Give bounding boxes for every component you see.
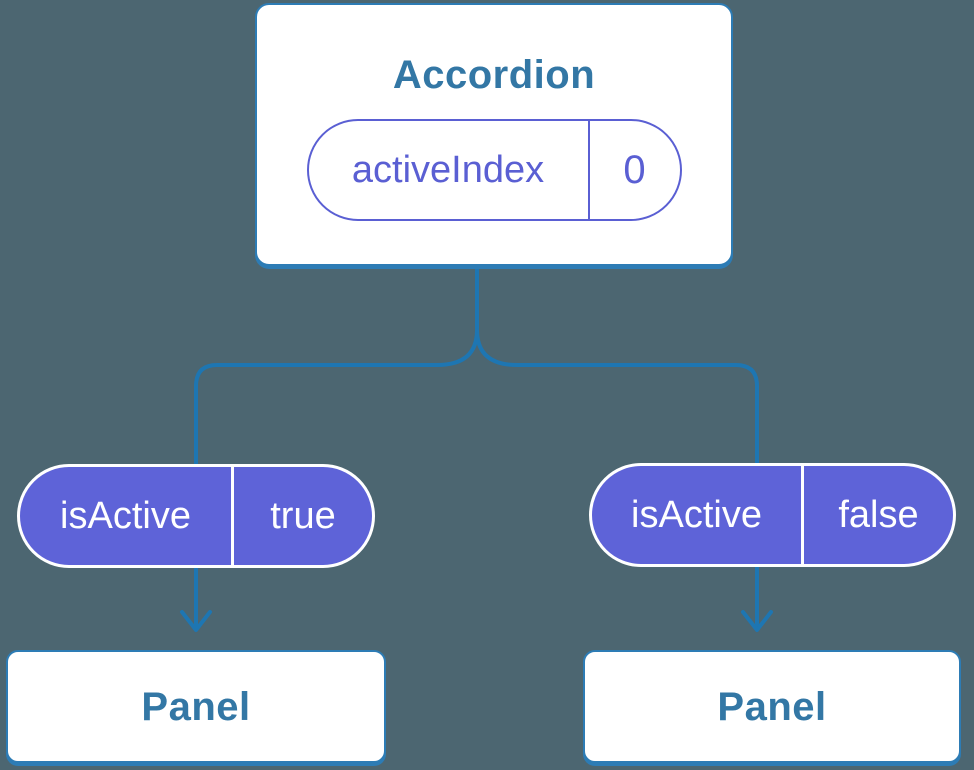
prop-pill-name: isActive [60, 494, 191, 537]
state-pill-divider [587, 121, 590, 219]
prop-pill-divider [801, 466, 804, 564]
left-branch-line [194, 328, 479, 629]
prop-pill-name: isActive [631, 493, 762, 536]
prop-pill-value: true [270, 494, 336, 537]
accordion-component-box: Accordion activeIndex 0 [255, 3, 733, 266]
prop-pill-divider [231, 467, 234, 565]
component-title: Accordion [392, 53, 596, 97]
prop-pill-value: false [838, 493, 919, 536]
left-arrow-down-icon [180, 610, 212, 632]
prop-pill-left: isActive true [17, 464, 375, 568]
panel-component-box-left: Panel [6, 650, 386, 763]
panel-component-box-right: Panel [583, 650, 961, 763]
component-title: Panel [717, 684, 827, 729]
right-branch-line [475, 328, 759, 629]
component-title: Panel [141, 684, 251, 729]
right-arrow-down-icon [741, 610, 773, 632]
state-pill-name: activeIndex [351, 148, 545, 191]
state-pill-value: 0 [623, 147, 646, 192]
state-pill: activeIndex 0 [306, 119, 682, 221]
prop-pill-right: isActive false [589, 463, 956, 567]
